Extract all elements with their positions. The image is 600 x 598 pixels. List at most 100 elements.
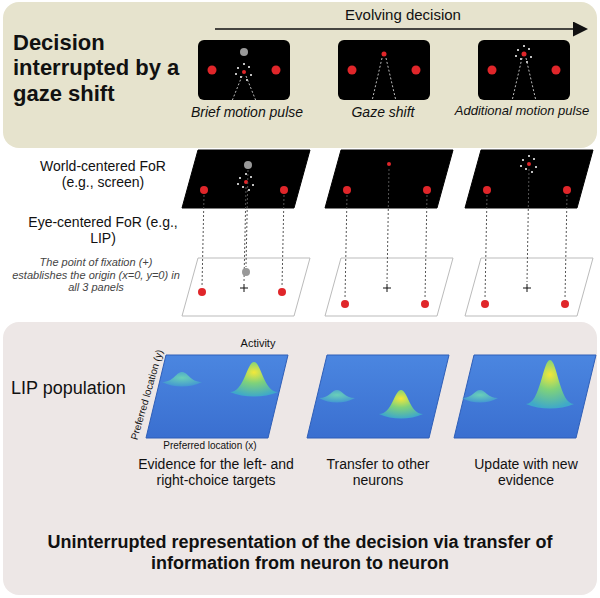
motion-dot — [250, 74, 252, 76]
motion-dot — [530, 56, 532, 58]
fixation-dot — [522, 52, 527, 57]
motion-dot — [237, 67, 239, 69]
gaze-target — [242, 268, 250, 276]
target-dot — [488, 66, 497, 75]
gaze-target — [244, 161, 252, 169]
target-dot — [421, 300, 429, 308]
top-band-fill — [3, 2, 597, 148]
surface-plots — [146, 355, 596, 438]
gaze-line — [372, 58, 382, 101]
motion-dot — [528, 48, 530, 50]
motion-dot — [252, 184, 254, 186]
plot-caption: Transfer to other neurons — [308, 456, 448, 488]
projection-line — [246, 170, 248, 267]
target-dot — [348, 66, 357, 75]
activity-bump — [319, 390, 355, 403]
event-label: Brief motion pulse — [182, 104, 312, 120]
projection-line — [387, 169, 389, 282]
projection-line — [527, 169, 529, 282]
projection-line — [202, 195, 204, 287]
target-dot — [483, 186, 491, 194]
activity-bump — [526, 360, 574, 409]
activity-bump — [379, 390, 423, 419]
motion-dot — [248, 189, 250, 191]
motion-dot — [239, 177, 241, 179]
motion-dot — [531, 171, 533, 173]
motion-dot — [250, 176, 252, 178]
projection-line — [244, 187, 246, 282]
motion-dot — [528, 155, 530, 157]
eye-plane — [325, 258, 453, 316]
fixation-cross — [244, 284, 245, 292]
motion-dot — [243, 63, 245, 65]
panel-title: Decision interrupted by a gaze shift — [13, 30, 193, 106]
screen — [338, 40, 430, 100]
motion-dot — [535, 166, 537, 168]
activity-bump — [162, 372, 202, 387]
target-dot — [198, 288, 206, 296]
gaze-line — [386, 58, 396, 101]
target-dot — [412, 66, 421, 75]
panel-band: Decision interrupted by a gaze shift Evol… — [3, 2, 597, 148]
target-dot — [552, 66, 561, 75]
axis-label: Activity — [228, 337, 288, 350]
projection-line — [485, 195, 487, 299]
gaze-line — [512, 58, 522, 101]
axis-label: Preferred location (x) — [150, 440, 270, 452]
target-dot — [200, 186, 208, 194]
activity-bump — [230, 362, 278, 397]
plot-caption: Update with new evidence — [456, 456, 596, 488]
projection-line — [425, 195, 427, 299]
projection-line — [565, 195, 567, 299]
target-dot — [481, 300, 489, 308]
plot-caption: Evidence for the left- and right-choice … — [136, 456, 296, 488]
gaze-line — [232, 76, 242, 101]
activity-bump — [462, 390, 498, 403]
eye-plane — [465, 258, 593, 316]
motion-dot — [525, 168, 527, 170]
caption: Uninterrupted representation of the deci… — [30, 532, 570, 573]
note: The point of fixation (+) establishes th… — [12, 256, 180, 294]
target-dot — [561, 300, 569, 308]
frame-label: Eye-centered FoR (e.g., LIP) — [28, 214, 178, 246]
motion-dot — [517, 49, 519, 51]
surface-floor — [307, 355, 449, 438]
target-dot — [343, 186, 351, 194]
screen — [198, 40, 290, 100]
time-arrow — [215, 28, 585, 30]
motion-dot — [522, 159, 524, 161]
gaze-target — [240, 48, 248, 56]
fixation-dot — [527, 162, 531, 166]
projection-line — [282, 195, 284, 287]
target-dot — [341, 300, 349, 308]
fixation-dot — [382, 52, 387, 57]
motion-dot — [237, 183, 239, 185]
event-label: Additional motion pulse — [448, 104, 596, 119]
motion-dot — [235, 73, 237, 75]
target-dot — [278, 288, 286, 296]
target-dot — [423, 186, 431, 194]
target-dot — [280, 186, 288, 194]
fixation-cross — [527, 284, 528, 292]
event-label: Gaze shift — [318, 104, 448, 120]
motion-dot — [515, 55, 517, 57]
motion-dot — [523, 45, 525, 47]
surface-floor — [146, 355, 288, 438]
motion-dot — [533, 158, 535, 160]
axis-title: Evolving decision — [253, 6, 553, 23]
gaze-line — [246, 76, 256, 101]
target-dot — [563, 186, 571, 194]
projection-line — [345, 195, 347, 299]
planes — [182, 150, 593, 316]
bottom-band-fill — [3, 322, 597, 595]
motion-dot — [245, 173, 247, 175]
motion-dot — [520, 165, 522, 167]
fixation-dot — [387, 162, 391, 166]
target-dot — [208, 66, 217, 75]
motion-dot — [242, 186, 244, 188]
target-dot — [272, 66, 281, 75]
panel-title: LIP population — [11, 378, 136, 399]
motion-dot — [248, 66, 250, 68]
fixation-cross — [387, 284, 388, 292]
fixation-dot — [242, 70, 246, 74]
